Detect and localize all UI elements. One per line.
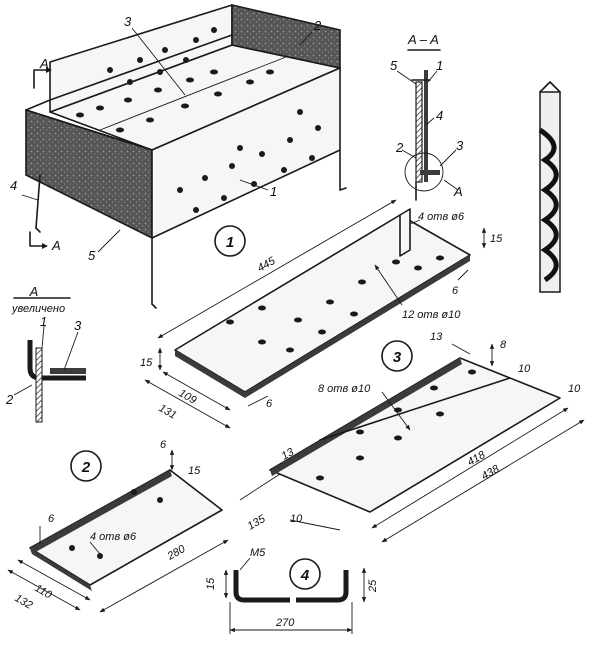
part-2-drawing bbox=[7, 449, 229, 613]
detail-subtitle: увеличено bbox=[11, 303, 65, 315]
drill-bit-image bbox=[538, 81, 561, 293]
section-label-5: 5 bbox=[390, 58, 398, 73]
circle-number-2: 2 bbox=[81, 459, 91, 476]
part3-h: 8 bbox=[500, 339, 507, 351]
part4-h1: 15 bbox=[205, 577, 217, 590]
part3-f2: 10 bbox=[518, 363, 531, 375]
part3-holes: 8 отв ø10 bbox=[318, 383, 371, 395]
section-mark-bottom: A bbox=[51, 238, 61, 253]
part-1-drawing bbox=[144, 199, 487, 429]
circle-number-4: 4 bbox=[300, 567, 310, 584]
part4-h2: 25 bbox=[367, 579, 379, 593]
detail-label-3: 3 bbox=[74, 318, 82, 333]
section-title: A – A bbox=[407, 32, 439, 47]
part2-t2: 6 bbox=[160, 439, 167, 451]
back-wall-holes bbox=[107, 27, 217, 85]
bottom-holes bbox=[76, 69, 274, 133]
part3-w: 135 bbox=[246, 513, 269, 533]
part-label-1: 1 bbox=[270, 184, 277, 199]
section-a-a bbox=[396, 49, 459, 201]
leg bbox=[35, 174, 41, 229]
section-label-2: 2 bbox=[395, 140, 404, 155]
section-label-a: A bbox=[453, 184, 463, 199]
part2-len: 280 bbox=[165, 543, 189, 564]
part3-e2: 13 bbox=[430, 331, 443, 343]
part1-h: 15 bbox=[140, 357, 153, 369]
section-label-1: 1 bbox=[436, 58, 443, 73]
part-label-4: 4 bbox=[10, 178, 17, 193]
part1-flange-h: 15 bbox=[490, 233, 503, 245]
part-3-drawing bbox=[239, 343, 585, 543]
section-label-4: 4 bbox=[436, 108, 443, 123]
circle-marker-1 bbox=[214, 225, 246, 257]
part1-len: 445 bbox=[256, 255, 279, 275]
detail-label-2: 2 bbox=[5, 392, 14, 407]
detail-label-1: 1 bbox=[40, 314, 47, 329]
part-label-2: 2 bbox=[313, 18, 322, 33]
part-label-3: 3 bbox=[124, 14, 132, 29]
part1-w2: 131 bbox=[157, 402, 179, 422]
detail-a bbox=[13, 297, 86, 423]
part1-flange-t: 6 bbox=[452, 285, 459, 297]
part4-len: 270 bbox=[275, 617, 295, 629]
section-mark-top: A bbox=[39, 56, 49, 71]
part2-h: 15 bbox=[188, 465, 201, 477]
part1-holes-small: 4 отв ø6 bbox=[418, 211, 465, 223]
circle-marker-3 bbox=[381, 340, 413, 372]
part2-holes: 4 отв ø6 bbox=[90, 531, 137, 543]
top-rim bbox=[25, 34, 233, 111]
part4-thread: M5 bbox=[250, 547, 266, 559]
section-label-3: 3 bbox=[456, 138, 464, 153]
part3-f1: 10 bbox=[290, 513, 303, 525]
part-4-drawing bbox=[223, 557, 367, 634]
circle-number-1: 1 bbox=[226, 234, 234, 251]
part-label-5: 5 bbox=[88, 248, 96, 263]
part1-t: 6 bbox=[266, 398, 273, 410]
circle-number-3: 3 bbox=[393, 349, 402, 366]
part2-t: 6 bbox=[48, 513, 55, 525]
part2-w1: 110 bbox=[33, 582, 55, 602]
part3-len2: 438 bbox=[480, 463, 503, 483]
part2-w2: 132 bbox=[13, 592, 35, 612]
circle-marker-4 bbox=[289, 558, 321, 590]
circle-marker-2 bbox=[70, 450, 102, 482]
detail-title: A bbox=[29, 284, 39, 299]
part3-f3: 10 bbox=[568, 383, 581, 395]
brazier-assembly bbox=[21, 3, 347, 309]
part1-holes-big: 12 отв ø10 bbox=[402, 309, 461, 321]
